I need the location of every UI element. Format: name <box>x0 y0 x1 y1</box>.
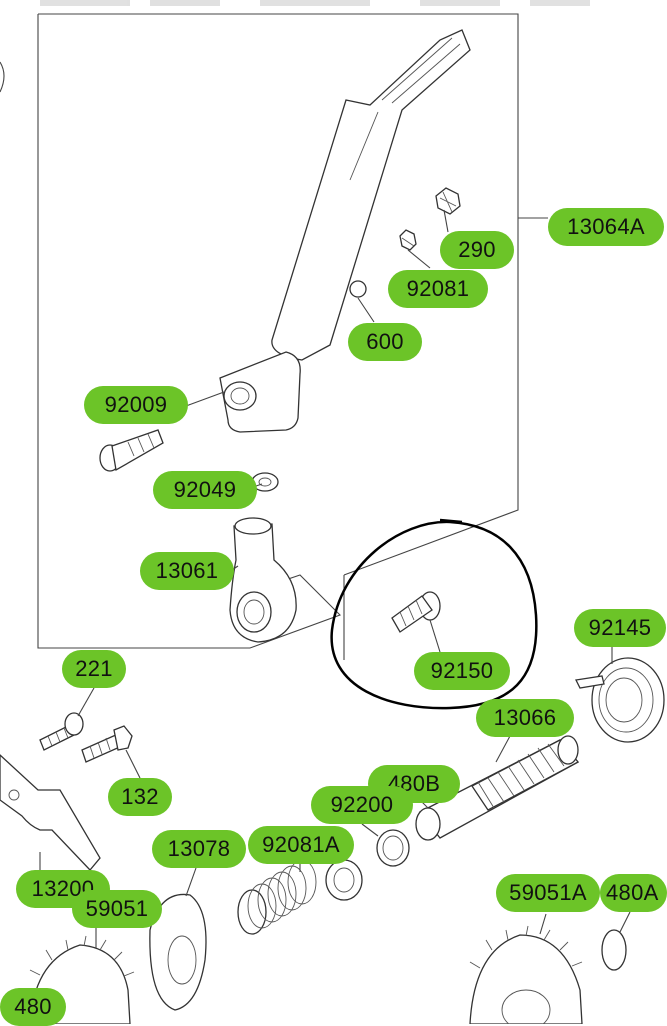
label-59051A: 59051A <box>496 874 600 912</box>
label-290: 290 <box>440 231 514 269</box>
part-92009-bolt <box>99 429 164 472</box>
label-92049: 92049 <box>153 471 257 509</box>
label-13078: 13078 <box>152 830 246 868</box>
label-92009: 92009 <box>84 386 188 424</box>
kick-pedal-lever <box>219 29 471 433</box>
label-132: 132 <box>108 778 172 816</box>
part-92150-bolt <box>391 591 441 633</box>
left-edge-mark <box>0 61 5 93</box>
label-221: 221 <box>62 650 126 688</box>
label-480A: 480A <box>600 874 667 912</box>
label-92081A: 92081A <box>248 826 354 864</box>
header-fragment <box>40 0 590 6</box>
part-221-bolt <box>39 712 84 751</box>
part-92081A-spring <box>237 859 317 935</box>
label-92081: 92081 <box>388 270 488 308</box>
part-13078-ratchet <box>149 893 207 1011</box>
label-480: 480 <box>0 988 66 1026</box>
part-132-bolt <box>81 725 133 763</box>
label-13066: 13066 <box>476 699 574 737</box>
label-92150: 92150 <box>414 652 510 690</box>
label-13061: 13061 <box>140 552 234 590</box>
part-13066-shaft <box>415 735 580 841</box>
part-92200-circlip <box>376 829 410 867</box>
label-600: 600 <box>348 323 422 361</box>
part-600-ball <box>349 280 367 298</box>
label-59051: 59051 <box>72 890 162 928</box>
label-13064A: 13064A <box>548 208 664 246</box>
part-washer <box>325 859 363 901</box>
part-290-nut <box>435 187 461 215</box>
part-480A-circlip <box>601 929 627 971</box>
leader-lines <box>39 209 631 948</box>
circle-annotation <box>330 518 538 710</box>
label-92200: 92200 <box>311 786 413 824</box>
part-59051A-gear <box>469 925 583 1024</box>
part-92081-nut <box>399 229 417 251</box>
part-92145-spring <box>575 657 665 743</box>
label-92145: 92145 <box>574 609 666 647</box>
part-13200-plate <box>0 754 101 871</box>
part-13061-shaft <box>229 517 297 643</box>
